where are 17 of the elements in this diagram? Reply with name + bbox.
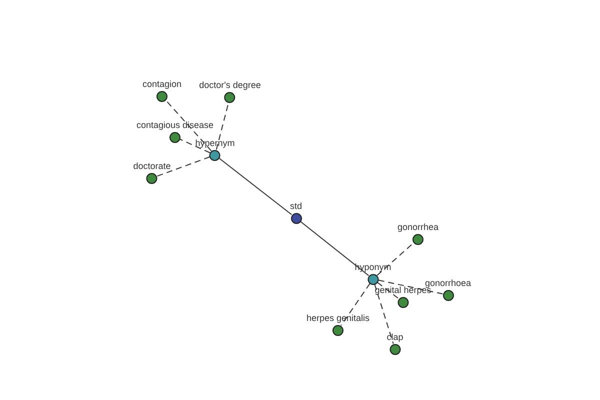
node-label: contagious disease bbox=[136, 120, 214, 130]
node-label: herpes genitalis bbox=[306, 313, 370, 323]
node-label: contagion bbox=[142, 79, 182, 89]
node-label: gonorrhea bbox=[397, 222, 439, 232]
dashed-line bbox=[156, 156, 210, 177]
node-label: gonorrhoea bbox=[424, 278, 472, 288]
connector-line bbox=[300, 220, 370, 276]
node-label: doctor's degree bbox=[199, 80, 261, 90]
node-label: hypernym bbox=[195, 138, 235, 148]
dashed-line bbox=[180, 138, 210, 154]
dashed-line bbox=[376, 242, 414, 276]
node-label: std bbox=[290, 201, 302, 211]
node-label: clap bbox=[386, 332, 404, 342]
dashed-line bbox=[165, 100, 212, 152]
node-label: doctorate bbox=[133, 161, 171, 171]
dashed-line bbox=[340, 283, 370, 326]
connector-line bbox=[218, 158, 292, 216]
